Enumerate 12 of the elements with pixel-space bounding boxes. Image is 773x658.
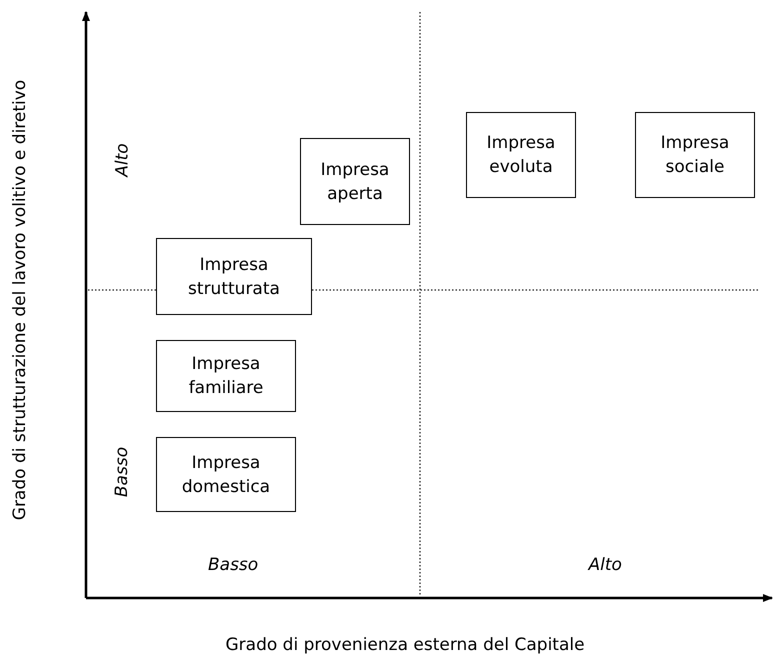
category-box: Impresa domestica [156,437,296,512]
x-axis-title: Grado di provenienza esterna del Capitale [226,635,585,655]
category-box: Impresa strutturata [156,238,312,315]
axis-level-label: Alto [588,555,622,575]
category-box: Impresa familiare [156,340,296,412]
axis-level-label: Basso [208,555,258,575]
y-axis-title: Grado di strutturazione del lavoro volitivo e diretivo [10,80,30,520]
category-box: Impresa evoluta [466,112,576,198]
category-box: Impresa sociale [635,112,755,198]
category-box: Impresa aperta [300,138,410,225]
axis-level-label: Basso [112,446,132,498]
axis-level-label: Alto [112,143,132,177]
